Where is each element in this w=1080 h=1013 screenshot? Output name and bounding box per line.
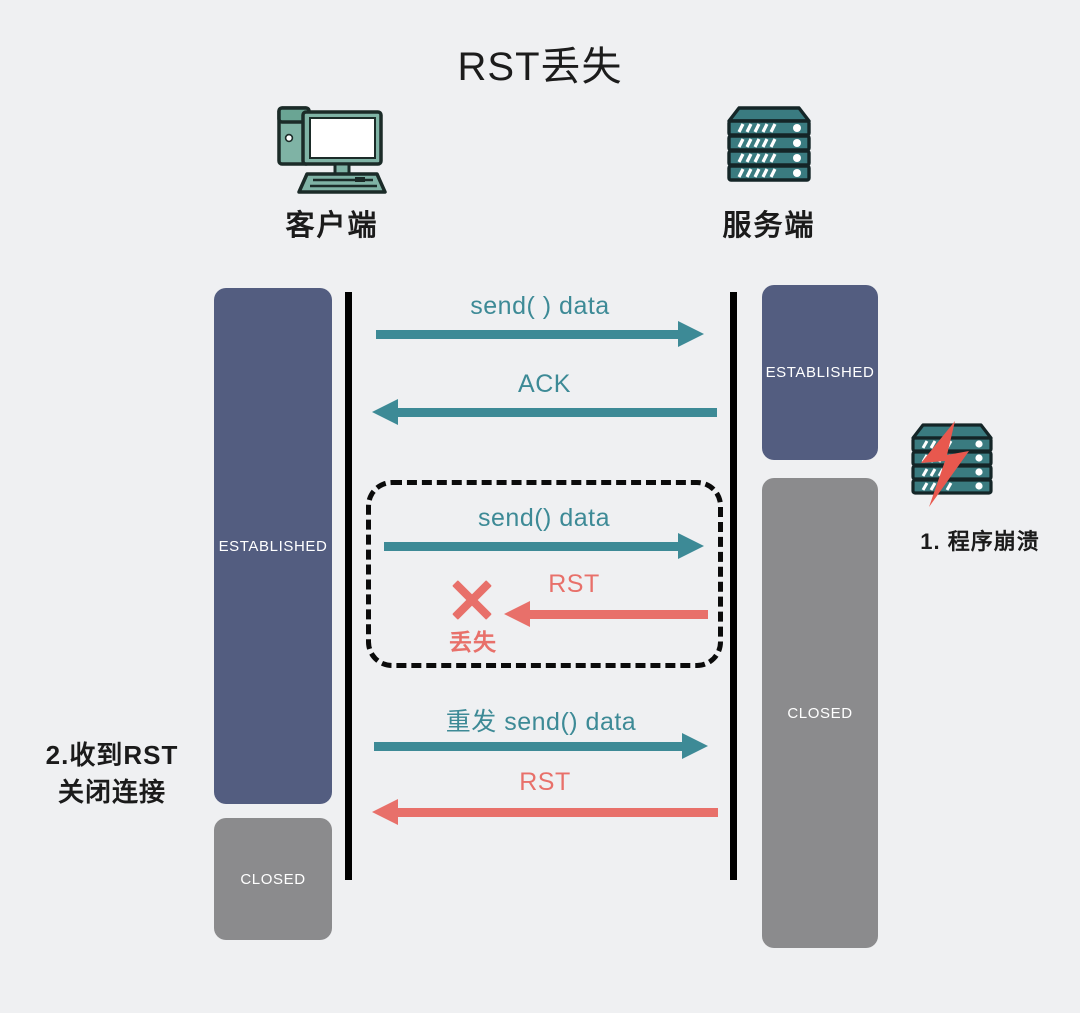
server-crash-icon xyxy=(907,415,997,511)
client-actor-label: 客户端 xyxy=(285,210,379,242)
arrow-head-right-icon xyxy=(678,321,704,347)
crash-caption: 1. 程序崩溃 xyxy=(920,529,1040,554)
arrow-head-left-icon xyxy=(372,799,398,825)
arrow-head-right-icon xyxy=(678,533,704,559)
desktop-computer-icon xyxy=(277,104,387,196)
server-actor-label: 服务端 xyxy=(722,210,816,242)
arrow-line xyxy=(376,330,678,339)
loss-x-icon xyxy=(448,575,496,623)
arrow-head-left-icon xyxy=(372,399,398,425)
client-annotation: 2.收到RST 关闭连接 xyxy=(12,737,212,811)
arrow-head-right-icon xyxy=(682,733,708,759)
arrow-line xyxy=(374,742,682,751)
arrow-line xyxy=(398,408,717,417)
message-label: RST xyxy=(548,570,600,598)
client-state-closed: CLOSED xyxy=(214,818,332,940)
server-rack-icon xyxy=(723,94,815,192)
client-state-established: ESTABLISHED xyxy=(214,288,332,804)
server-state-established: ESTABLISHED xyxy=(762,285,878,460)
server-state-closed: CLOSED xyxy=(762,478,878,948)
packet-loss-group xyxy=(366,480,723,668)
client-annotation-line2: 关闭连接 xyxy=(57,776,166,807)
message-label: 重发 send() data xyxy=(445,708,637,736)
arrow-head-left-icon xyxy=(504,601,530,627)
server-lifeline xyxy=(730,292,737,880)
loss-caption: 丢失 xyxy=(449,629,497,655)
client-lifeline xyxy=(345,292,352,880)
page-title: RST丢失 xyxy=(457,45,623,89)
message-label: send( ) data xyxy=(470,292,610,320)
message-label: ACK xyxy=(518,370,571,398)
message-label: RST xyxy=(519,768,571,796)
arrow-line xyxy=(398,808,718,817)
arrow-line xyxy=(384,542,678,551)
client-annotation-line1: 2.收到RST xyxy=(45,740,179,770)
arrow-line xyxy=(530,610,708,619)
message-label: send() data xyxy=(478,504,610,532)
